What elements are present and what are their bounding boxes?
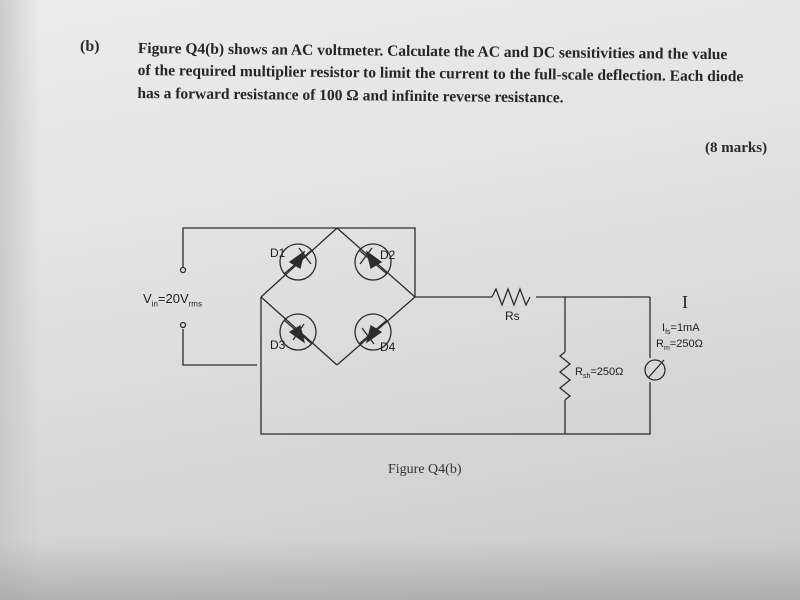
page-bottom-shadow [0, 540, 800, 600]
diode-d2-circle [354, 243, 392, 281]
rs-resistor [491, 287, 531, 307]
marks-label: (8 marks) [705, 140, 768, 156]
label-rs: Rs [505, 309, 520, 323]
diode-d1-circle [279, 243, 317, 281]
terminal-top [179, 266, 187, 274]
diode-d2-bar [359, 247, 373, 265]
diode-d2-symbol [365, 250, 383, 270]
label-rm: Rm=250Ω [656, 338, 703, 353]
label-d1: D1 [270, 246, 286, 260]
diode-d4-circle [354, 313, 392, 351]
diode-d3-bar [292, 323, 305, 341]
terminal-bottom [179, 321, 187, 329]
page-edge-shadow [0, 0, 40, 600]
label-vin: Vin=20Vrms [143, 291, 202, 309]
wire-top [182, 227, 416, 297]
figure-caption: Figure Q4(b) [388, 462, 462, 477]
rsh-resistor [558, 351, 572, 401]
diode-d4-bar [361, 327, 375, 345]
wire-source-bottom [182, 329, 257, 366]
label-d3: D3 [270, 338, 286, 352]
label-rsh: Rsh=250Ω [575, 366, 624, 381]
diode-d1-symbol [288, 250, 306, 270]
diode-d4-symbol [365, 324, 383, 344]
current-symbol: I [682, 292, 688, 312]
meter-circle [644, 359, 666, 381]
diode-d3-circle [279, 313, 317, 351]
wire-return [260, 297, 565, 435]
meter-needle [647, 359, 665, 379]
question-label: (b) [80, 38, 100, 55]
diode-d1-bar [298, 247, 312, 265]
label-d2: D2 [380, 248, 396, 262]
label-ifs: Ifs=1mA [662, 322, 700, 337]
wire-meter-bottom [565, 382, 651, 435]
label-d4: D4 [380, 340, 396, 354]
